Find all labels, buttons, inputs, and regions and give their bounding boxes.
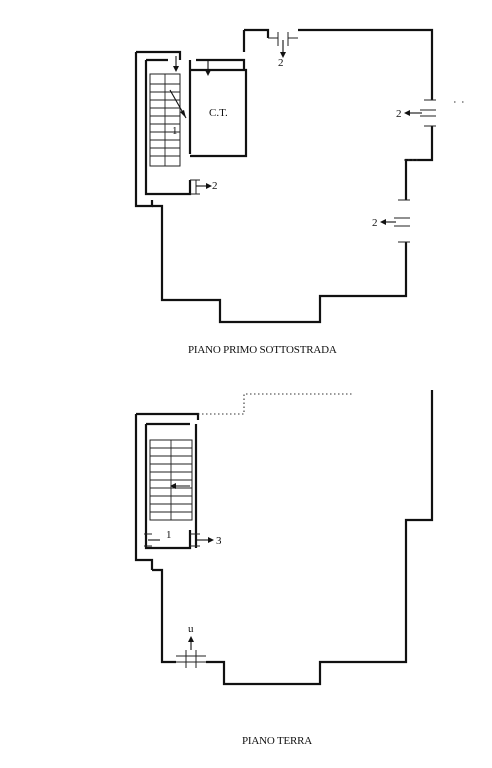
stair-label-terra: 1: [166, 529, 172, 541]
stair-label: 1: [172, 125, 178, 137]
plan-primo-sottostrada: C.T. 1 2 2 2 2: [134, 28, 464, 324]
door-stub-stair-terra: [144, 533, 200, 547]
stair-flight-1: [149, 73, 187, 167]
room-label-ct: C.T.: [209, 107, 228, 119]
marker-right: 2: [396, 108, 402, 120]
room-ct-walls: [190, 68, 248, 158]
door-stub-bottom-terra: [176, 650, 206, 668]
marker-3: 3: [216, 535, 222, 547]
marker-lower-right: 2: [372, 217, 378, 229]
stair-block-walls-terra: [134, 412, 200, 570]
door-stub-right: [420, 99, 436, 127]
perimeter-walls: [152, 28, 434, 324]
marker-u: u: [188, 623, 194, 635]
marker-stair-door: 2: [212, 180, 218, 192]
arrow-marker-group: [173, 40, 422, 225]
stair-block-walls: [134, 30, 246, 208]
door-stub-top: [268, 32, 298, 46]
door-stub-lower-right: [394, 199, 410, 243]
plan-title-primo-sottostrada: PIANO PRIMO SOTTOSTRADA: [188, 344, 337, 356]
stair-flight-terra: [149, 439, 193, 521]
perimeter-walls-terra: [152, 390, 434, 686]
plan-terra: 1 3 u: [134, 390, 434, 686]
top-boundary-terra: [198, 393, 352, 415]
door-stub-stair: [190, 179, 200, 195]
marker-top: 2: [278, 57, 284, 69]
plan-title-terra: PIANO TERRA: [242, 735, 313, 747]
